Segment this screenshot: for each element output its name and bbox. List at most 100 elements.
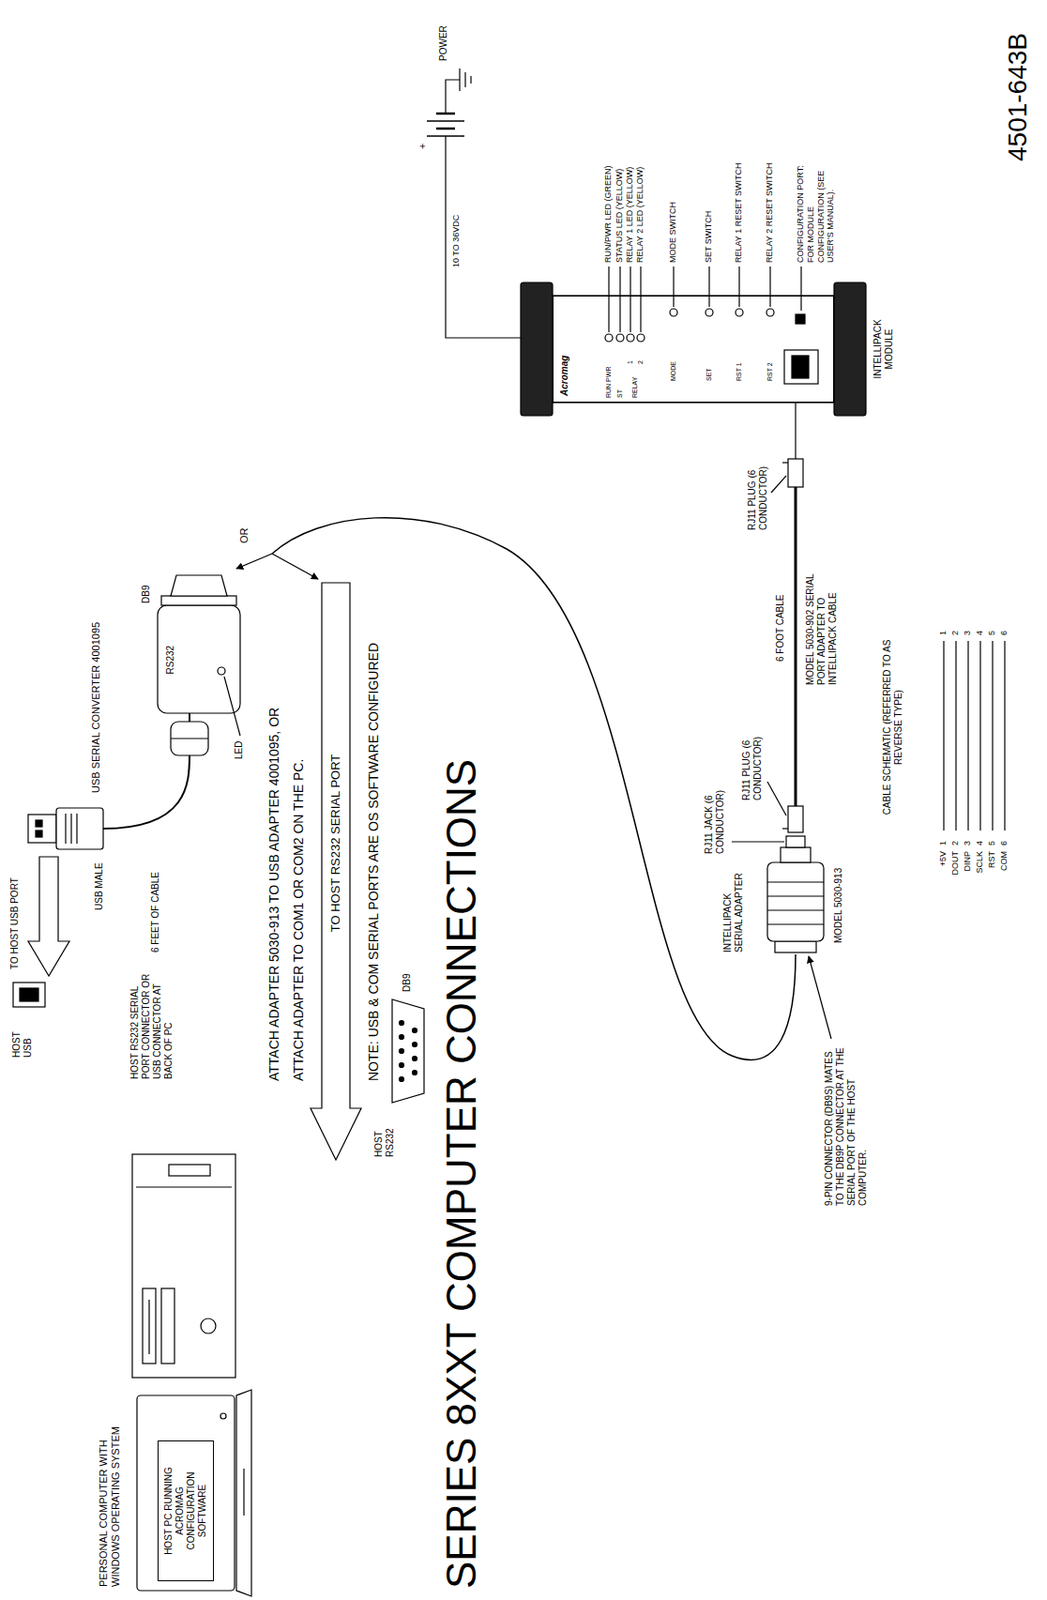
- callout-leaders-part: [708, 266, 710, 307]
- personal-computer-part: [220, 1412, 227, 1419]
- serial-adapter-part: [767, 862, 824, 941]
- usb-serial-converter-part: [170, 721, 209, 756]
- drawing-number: 4501-643B: [1001, 32, 1034, 162]
- intellipack-module-part: [834, 282, 866, 416]
- panel-marking: SET: [705, 367, 714, 381]
- intellipack-module-part: [626, 333, 635, 342]
- serial-adapter-part: [774, 940, 817, 953]
- cable-schematic-part: [991, 640, 993, 831]
- note-label: DB9: [140, 585, 152, 604]
- intellipack-module-part: [795, 314, 805, 324]
- usb-plug-part: [103, 755, 190, 829]
- callout-leaders-part: [607, 266, 609, 333]
- callout-leaders-part: [619, 266, 621, 333]
- power-supply-part: [436, 127, 456, 131]
- rj11-cable-part: [782, 461, 789, 463]
- panel-marking: RST 2: [766, 362, 774, 381]
- callout-leaders-part: [769, 266, 771, 307]
- note-label: RJ11 JACK (6 CONDUCTOR): [703, 778, 727, 854]
- module-faceplate: AcromagRUN PWRST12RELAYMODESETRST 1RST 2: [552, 295, 835, 403]
- cable-schematic-part: [1003, 640, 1005, 831]
- power-supply-part: [445, 79, 460, 114]
- pin-label: DINP: [962, 850, 973, 895]
- usb-serial-converter-part: [224, 676, 241, 736]
- host-db9-connector-part: [412, 1070, 418, 1076]
- intellipack-module-part: [520, 282, 553, 416]
- power-supply: [426, 68, 521, 338]
- pin-label: 3: [962, 630, 973, 636]
- panel-marking: ST: [616, 389, 624, 398]
- serial-adapter-part: [808, 955, 832, 1039]
- note-label: OR: [238, 528, 251, 545]
- note-label: 6 FOOT CABLE: [774, 593, 787, 662]
- note-label: MODEL 5030-902 SERIAL PORT ADAPTER TO IN…: [804, 567, 839, 685]
- callout-leaders-part: [639, 266, 641, 333]
- callout-label: RELAY 2 RESET SWITCH: [764, 162, 775, 263]
- pin-label: 5: [986, 840, 998, 846]
- usb-serial-converter-part: [188, 713, 191, 722]
- rj11-cable-part: [788, 458, 804, 487]
- pin-label: COM: [999, 850, 1010, 895]
- host-db9-connector: [392, 999, 425, 1103]
- serial-cable-route-part: [236, 553, 273, 569]
- rj11-cable-part: [767, 781, 787, 816]
- rj11-cable-part: [788, 805, 804, 833]
- usb-serial-converter-part: [161, 595, 237, 606]
- personal-computer-part: [132, 1153, 236, 1378]
- rj11-cable-part: [794, 486, 798, 806]
- host-db9-connector-part: [412, 1028, 418, 1033]
- intellipack-module-part: [784, 349, 819, 384]
- note-label: INTELLIPACK MODULE: [872, 302, 896, 396]
- note-label: HOST USB: [11, 1019, 34, 1058]
- callout-label: CONFIGURATION PORT: FOR MODULE CONFIGURA…: [795, 145, 836, 263]
- panel-marking: RELAY: [631, 377, 639, 398]
- serial-adapter-part: [731, 840, 785, 842]
- pin-label: 4: [974, 630, 986, 636]
- usb-plug-part: [75, 813, 77, 844]
- serial-adapter: [731, 835, 832, 1039]
- pin-label: 5: [986, 630, 998, 636]
- personal-computer-part: [236, 1389, 252, 1596]
- cable-schematic-part: [967, 640, 969, 831]
- host-usb-port-part: [19, 987, 39, 1002]
- usb-serial-converter-part: [170, 575, 228, 596]
- panel-marking: 2: [637, 360, 645, 365]
- usb-serial-converter-part: [170, 737, 209, 739]
- cable-schematic-part: [955, 640, 956, 831]
- intellipack-module-part: [552, 295, 835, 403]
- note-label: NOTE: USB & COM SERIAL PORTS ARE OS SOFT…: [365, 642, 382, 1081]
- sheet-title: SERIES 8XXT COMPUTER CONNECTIONS: [437, 758, 487, 1589]
- usb-serial-converter: [157, 575, 241, 756]
- usb-plug-part: [28, 814, 57, 843]
- pin-label: RST: [986, 850, 998, 895]
- callout-label: MODE SWITCH: [667, 201, 679, 263]
- host-db9-connector-part: [412, 1056, 418, 1062]
- personal-computer-part: [242, 1468, 244, 1516]
- pin-label: DOUT: [950, 850, 961, 895]
- panel-marking: 1: [626, 360, 635, 365]
- node-text: RS232: [165, 645, 177, 675]
- note-label: RJ11 PLUG (6 CONDUCTOR): [741, 725, 764, 801]
- callout-label: RELAY 1 LED (YELLOW): [624, 166, 636, 263]
- host-db9-connector-part: [392, 999, 425, 1103]
- intellipack-module: [520, 282, 866, 416]
- intellipack-module-part: [705, 308, 714, 317]
- intellipack-module-part: [616, 333, 624, 342]
- note-label: ATTACH ADAPTER 5030-913 TO USB ADAPTER 4…: [266, 707, 283, 1081]
- callout-label: RELAY 1 RESET SWITCH: [733, 162, 744, 263]
- note-label: MODEL 5030-913: [833, 867, 845, 943]
- intellipack-module-part: [669, 308, 678, 317]
- rj11-cable-part: [782, 827, 789, 829]
- panel-marking: RUN PWR: [605, 366, 613, 398]
- pin-label: 4: [974, 840, 986, 846]
- personal-computer-part: [142, 1288, 156, 1364]
- node-text: HOST PC RUNNING ACROMAG CONFIGURATION SO…: [163, 1448, 209, 1573]
- callout-label: STATUS LED (YELLOW): [614, 168, 625, 263]
- serial-adapter-part: [767, 880, 824, 882]
- host-usb-port: [13, 856, 70, 1007]
- intellipack-module-part: [766, 308, 774, 317]
- note-label: USB MALE: [93, 862, 106, 911]
- note-label: HOST RS232 SERIAL PORT CONNECTOR OR USB …: [129, 971, 175, 1079]
